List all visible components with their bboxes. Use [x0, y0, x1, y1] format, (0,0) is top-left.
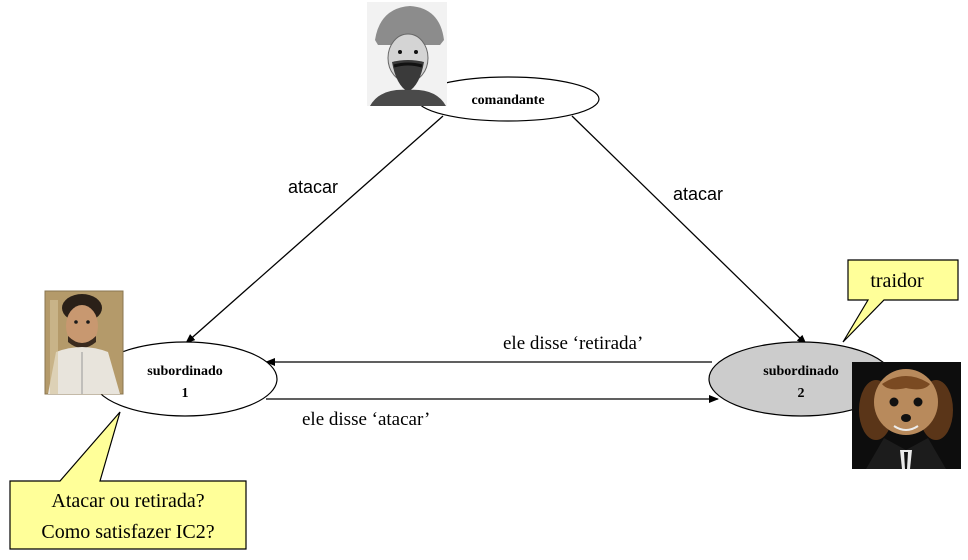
- commander-portrait: [367, 2, 447, 106]
- question-callout-line1: Atacar ou retirada?: [51, 490, 204, 512]
- edge-commander-to-subordinate2: [571, 115, 807, 345]
- subordinate1-label-line2: 1: [182, 386, 189, 401]
- question-callout-line2: Como satisfazer IC2?: [41, 521, 214, 543]
- subordinate1-portrait: [44, 290, 124, 395]
- edge-label-sub1-sub2: ele disse ‘atacar’: [302, 409, 430, 430]
- dog-traitor-portrait: [852, 362, 961, 469]
- traitor-callout-text: traidor: [870, 270, 924, 292]
- subordinate1-label-line1: subordinado: [147, 364, 222, 379]
- commander-label: comandante: [471, 93, 544, 108]
- traitor-callout: traidor: [842, 259, 959, 343]
- edge-label-cmd-sub1: atacar: [288, 177, 338, 197]
- question-callout: Atacar ou retirada? Como satisfazer IC2?: [9, 411, 247, 550]
- edge-label-sub2-sub1: ele disse ‘retirada’: [503, 333, 643, 354]
- edge-commander-to-subordinate1: [185, 115, 444, 344]
- edge-label-cmd-sub2: atacar: [673, 184, 723, 204]
- subordinate2-label-line2: 2: [798, 386, 805, 401]
- subordinate2-label-line1: subordinado: [763, 364, 838, 379]
